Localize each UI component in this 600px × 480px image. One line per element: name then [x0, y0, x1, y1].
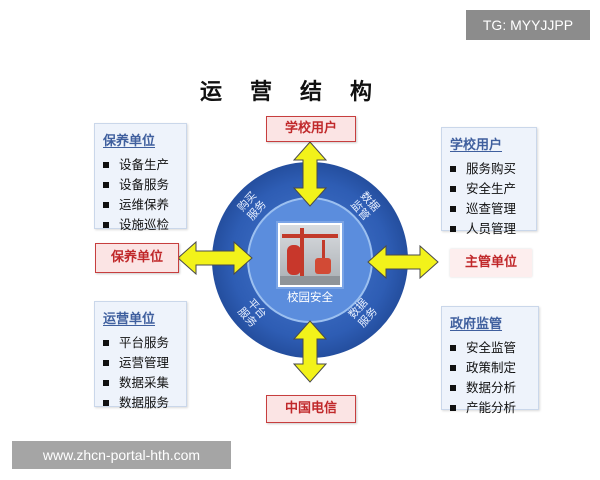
list-item: 数据分析: [450, 378, 538, 398]
list-item: 巡查管理: [450, 199, 536, 219]
list-item: 人员管理: [450, 219, 536, 239]
list-item: 设备生产: [103, 155, 186, 175]
list-item: 设备服务: [103, 175, 186, 195]
list-item: 服务购买: [450, 159, 536, 179]
panel-operation-unit: 运营单位 平台服务 运营管理 数据采集 数据服务: [94, 301, 187, 410]
arrow-left: [177, 240, 253, 276]
list-item: 安全监管: [450, 338, 538, 358]
list-item: 运营管理: [103, 353, 186, 373]
bottom-box-china-telecom: 中国电信: [266, 395, 356, 423]
watermark-url: www.zhcn-portal-hth.com: [12, 441, 231, 469]
pipe: [300, 228, 304, 280]
center-label: 校园安全: [287, 290, 333, 304]
list-item: 政策制定: [450, 358, 538, 378]
list-item: 数据采集: [103, 373, 186, 393]
list-item: 设施巡检: [103, 215, 186, 235]
arrow-top: [292, 141, 328, 207]
arrow-bottom: [292, 320, 328, 383]
left-box-maintenance-unit: 保养单位: [95, 243, 179, 273]
list-item: 平台服务: [103, 333, 186, 353]
list-item: 安全生产: [450, 179, 536, 199]
right-box-authority-unit: 主管单位: [450, 249, 532, 277]
list-item: 产能分析: [450, 398, 538, 418]
pipe: [282, 234, 338, 238]
pump: [315, 258, 331, 274]
floor: [280, 276, 340, 285]
top-box-school-user: 学校用户: [266, 116, 356, 142]
telegram-badge: TG: MYYJJPP: [466, 10, 590, 40]
panel-title: 保养单位: [103, 134, 156, 149]
panel-title: 学校用户: [450, 138, 503, 153]
pipe: [322, 240, 325, 258]
panel-school-user: 学校用户 服务购买 安全生产 巡查管理 人员管理: [441, 127, 537, 236]
arrow-right: [367, 244, 439, 280]
tank: [287, 245, 301, 275]
panel-maintenance-unit: 保养单位 设备生产 设备服务 运维保养 设施巡检: [94, 123, 187, 232]
panel-title: 政府监管: [450, 317, 503, 332]
panel-government-supervision: 政府监管 安全监管 政策制定 数据分析 产能分析: [441, 306, 539, 415]
diagram-title: 运营结构: [199, 80, 400, 105]
panel-title: 运营单位: [103, 312, 156, 327]
list-item: 数据服务: [103, 393, 186, 413]
list-item: 运维保养: [103, 195, 186, 215]
